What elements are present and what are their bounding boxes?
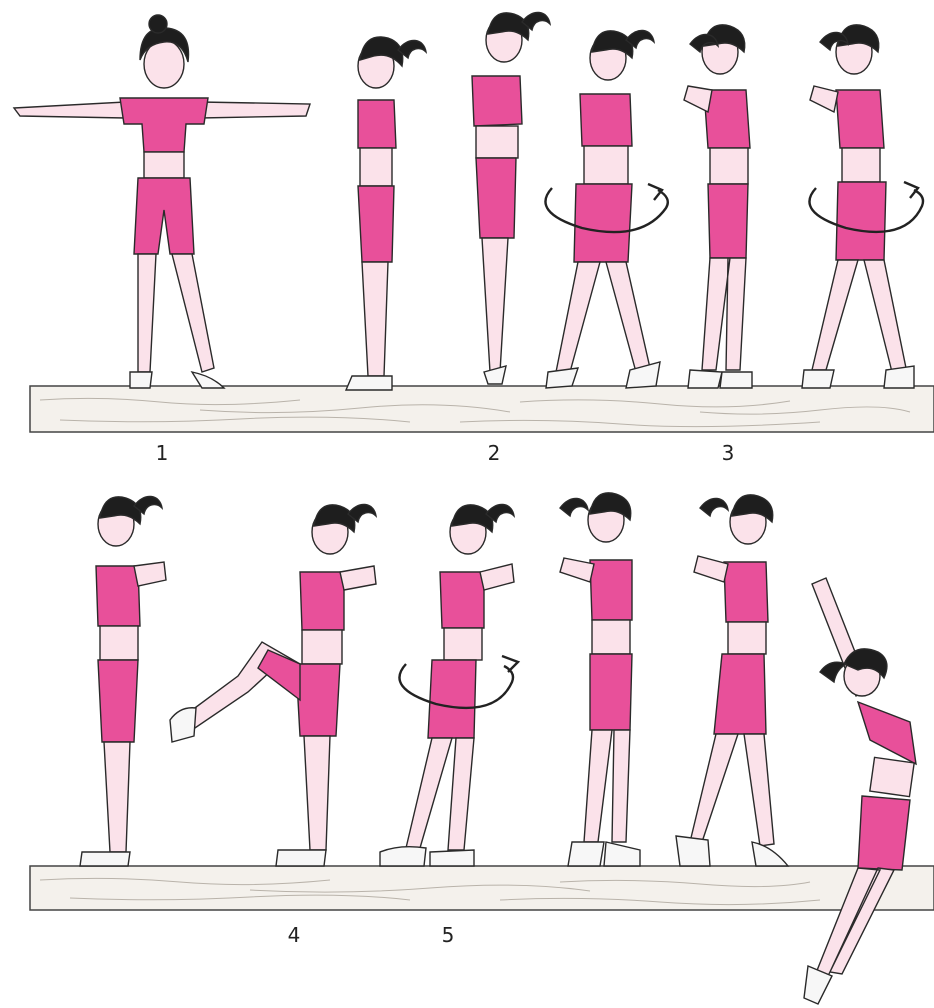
figure-2a-standing [346, 37, 426, 390]
beam-bottom-body [30, 866, 934, 910]
step-label-2: 2 [488, 441, 501, 465]
figure-5a-turn [380, 504, 514, 866]
figure-3a-hands-chest [684, 25, 752, 388]
figure-2b-toes [472, 12, 550, 384]
figure-1-shorts [134, 178, 194, 254]
figure-2c-turn [546, 30, 660, 388]
figure-4a-standing [80, 496, 166, 866]
figure-4b-leg-raised [170, 504, 376, 866]
figure-dismount-arched [804, 578, 916, 1004]
figure-3b-turn [802, 25, 914, 388]
beam-top-body [30, 386, 934, 432]
beam-top [30, 386, 934, 432]
figure-1-arms-out [14, 15, 310, 388]
step-label-1: 1 [156, 441, 169, 465]
beam-bottom [30, 866, 934, 910]
step-label-3: 3 [722, 441, 735, 465]
figure-1-legs [138, 254, 214, 372]
figure-1-top [120, 98, 208, 152]
figure-5b-hands-chest [560, 493, 640, 866]
step-label-4: 4 [288, 923, 301, 947]
figure-5c-stepping [676, 495, 788, 866]
step-label-5: 5 [442, 923, 455, 947]
